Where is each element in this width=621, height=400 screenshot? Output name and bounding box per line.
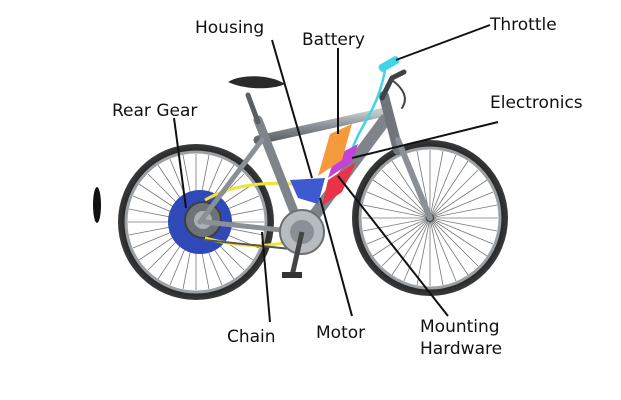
throttle-grip bbox=[377, 55, 400, 73]
label-throttle: Throttle bbox=[489, 15, 557, 35]
label-rear-gear: Rear Gear bbox=[112, 101, 197, 121]
saddle bbox=[228, 76, 285, 88]
label-chain: Chain bbox=[227, 327, 276, 347]
edge-mark bbox=[93, 187, 101, 223]
label-mounting-hardware-line2: Hardware bbox=[420, 339, 502, 359]
label-electronics: Electronics bbox=[490, 93, 583, 113]
label-mounting-hardware-line1: Mounting bbox=[420, 317, 500, 337]
crankset bbox=[280, 210, 324, 278]
label-battery: Battery bbox=[302, 30, 365, 50]
label-motor: Motor bbox=[316, 323, 365, 343]
label-housing: Housing bbox=[195, 18, 264, 38]
